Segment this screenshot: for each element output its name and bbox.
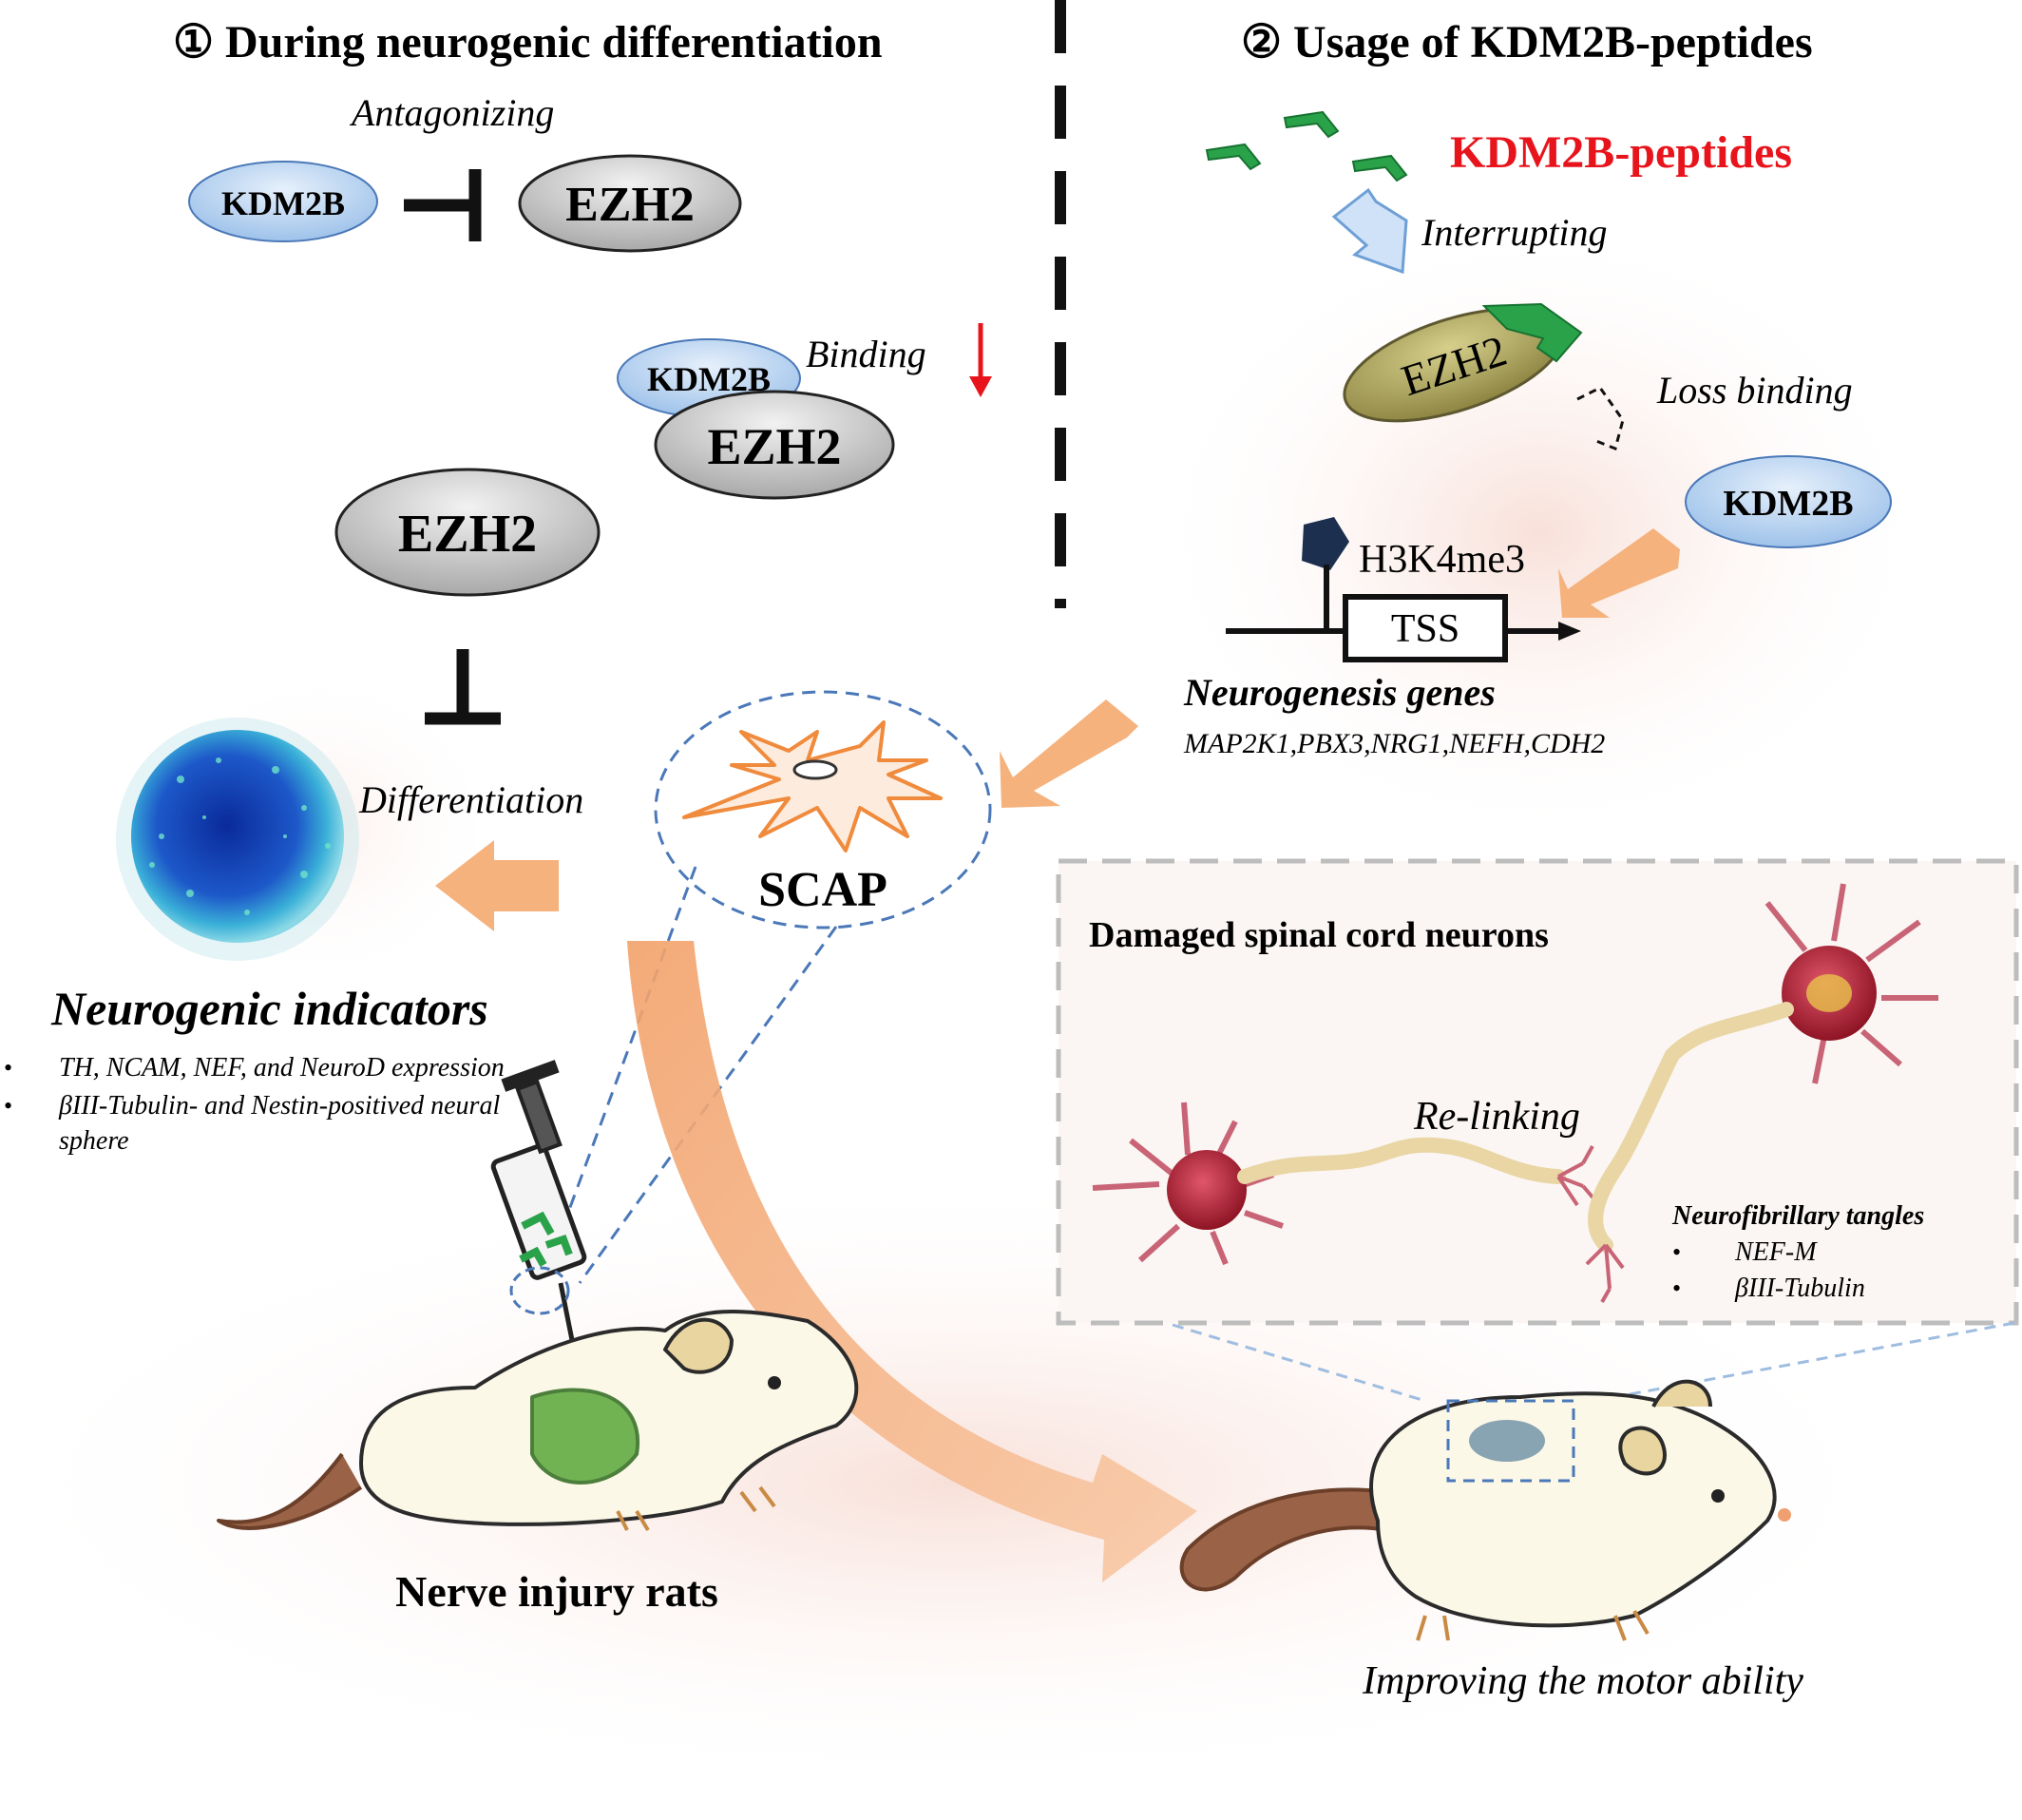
ezh2-label-complex: EZH2 — [707, 418, 841, 475]
right-panel-title: ② Usage of KDM2B-peptides — [1241, 17, 1813, 67]
loss-binding-label: Loss binding — [1656, 369, 1853, 412]
inset-zoom-line-a — [1172, 1323, 1426, 1403]
neuron-left — [1092, 1102, 1596, 1266]
scap-cell — [682, 720, 943, 853]
spinal-cord-implant — [1469, 1420, 1545, 1462]
motor-label: Improving the motor ability — [1362, 1659, 1803, 1703]
kdm2b-ellipse-right — [1685, 455, 1892, 548]
rat-zoom-box — [1446, 1399, 1575, 1483]
peptide-icons — [1205, 110, 1408, 182]
left-panel-title: ① During neurogenic differentiation — [173, 17, 883, 67]
tangle-bullet-2: • — [1672, 1274, 1681, 1302]
antagonizing-label: Antagonizing — [349, 91, 554, 134]
zoom-line-a — [547, 866, 697, 1265]
kdm2b-ellipse-top — [188, 161, 378, 242]
rats-label: Nerve injury rats — [395, 1567, 718, 1616]
indicator-2: βIII-Tubulin- and Nestin-positived neura… — [58, 1091, 500, 1121]
ezh2-label-top: EZH2 — [565, 178, 695, 232]
kdm2b-label-top: KDM2B — [221, 184, 345, 222]
tangles-title: Neurofibrillary tangles — [1671, 1201, 1924, 1231]
interrupting-label: Interrupting — [1421, 211, 1608, 254]
loss-binding-arrow — [1576, 386, 1625, 451]
differentiation-label: Differentiation — [358, 778, 583, 821]
inset-title: Damaged spinal cord neurons — [1089, 915, 1549, 955]
ezh2-ellipse-free — [334, 468, 601, 597]
nerve-injury-rat — [217, 1310, 859, 1532]
tss-label: TSS — [1391, 607, 1459, 651]
indicators-title: Neurogenic indicators — [50, 982, 488, 1035]
tangle-2: βIII-Tubulin — [1734, 1274, 1865, 1303]
h3k4me3-pentagon-icon — [1302, 517, 1349, 570]
big-curved-arrow — [627, 941, 1197, 1582]
bullet-2: • — [4, 1092, 12, 1120]
genes-title: Neurogenesis genes — [1183, 671, 1496, 714]
ezh2-ellipse-top — [518, 154, 742, 253]
indicator-3: sphere — [59, 1126, 129, 1156]
sphere-speckles — [149, 757, 331, 915]
gene-arrow-head — [1558, 622, 1581, 641]
bullet-1: • — [4, 1054, 12, 1082]
relinking-label: Re-linking — [1413, 1095, 1580, 1139]
interrupt-arrow — [1331, 187, 1408, 275]
peptides-label: KDM2B-peptides — [1450, 127, 1792, 178]
neural-sphere — [131, 730, 344, 943]
tss-box — [1343, 594, 1508, 662]
binding-label: Binding — [806, 333, 926, 375]
decrease-arrow-head — [969, 376, 992, 397]
ezh2-label-free: EZH2 — [398, 505, 537, 564]
genes-list: MAP2K1,PBX3,NRG1,NEFH,CDH2 — [1183, 728, 1605, 759]
recovered-rat — [1179, 1379, 1791, 1641]
syringe-icon — [490, 1060, 587, 1379]
glow-right-top — [1140, 219, 1938, 846]
peptide-bound-icon — [1481, 302, 1583, 363]
scap-label: SCAP — [758, 863, 887, 917]
arrow-to-sphere — [435, 840, 559, 931]
neuron-right — [1585, 883, 1938, 1303]
kdm2b-label-right: KDM2B — [1723, 484, 1853, 524]
tangle-bullet-1: • — [1672, 1238, 1681, 1266]
indicator-1: TH, NCAM, NEF, and NeuroD expression — [59, 1053, 505, 1082]
genes-to-scap-arrow — [1000, 699, 1138, 808]
tangle-1: NEF-M — [1734, 1237, 1818, 1267]
ezh2-ellipse-complex — [654, 390, 895, 500]
scap-circle — [654, 690, 992, 929]
h3k4me3-label: H3K4me3 — [1359, 538, 1525, 582]
kdm2b-to-tss-arrow — [1558, 528, 1680, 618]
